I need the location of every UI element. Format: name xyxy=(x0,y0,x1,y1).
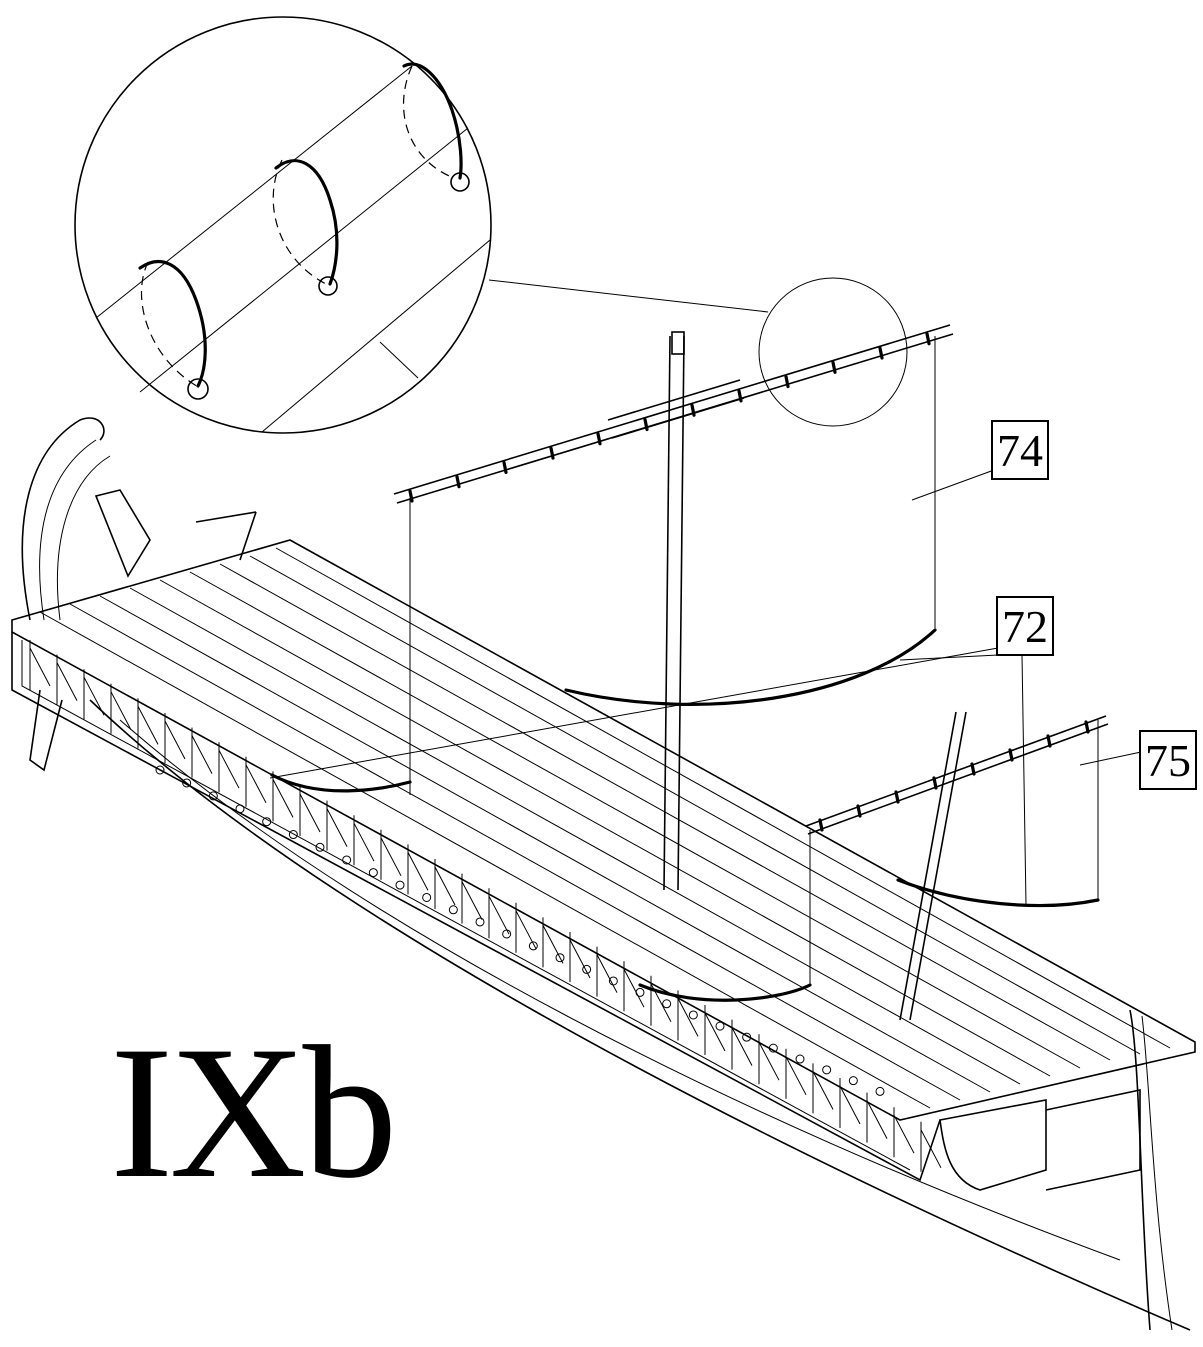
leader-lines xyxy=(269,469,1142,906)
part-label-74: 74 xyxy=(991,420,1049,480)
diagram-title: IXb xyxy=(110,1008,397,1218)
main-sail xyxy=(270,336,937,795)
detail-leader xyxy=(488,279,769,313)
part-label-72: 72 xyxy=(996,596,1054,656)
fore-yard xyxy=(805,715,1109,835)
fore-mast xyxy=(899,711,967,1021)
detail-magnifier xyxy=(74,16,492,434)
main-yard xyxy=(393,324,954,504)
part-label-75: 75 xyxy=(1139,730,1197,790)
hull xyxy=(11,417,1196,1331)
fore-sail xyxy=(638,720,1100,1002)
main-mast xyxy=(663,331,685,891)
detail-focus-circle xyxy=(758,277,908,427)
